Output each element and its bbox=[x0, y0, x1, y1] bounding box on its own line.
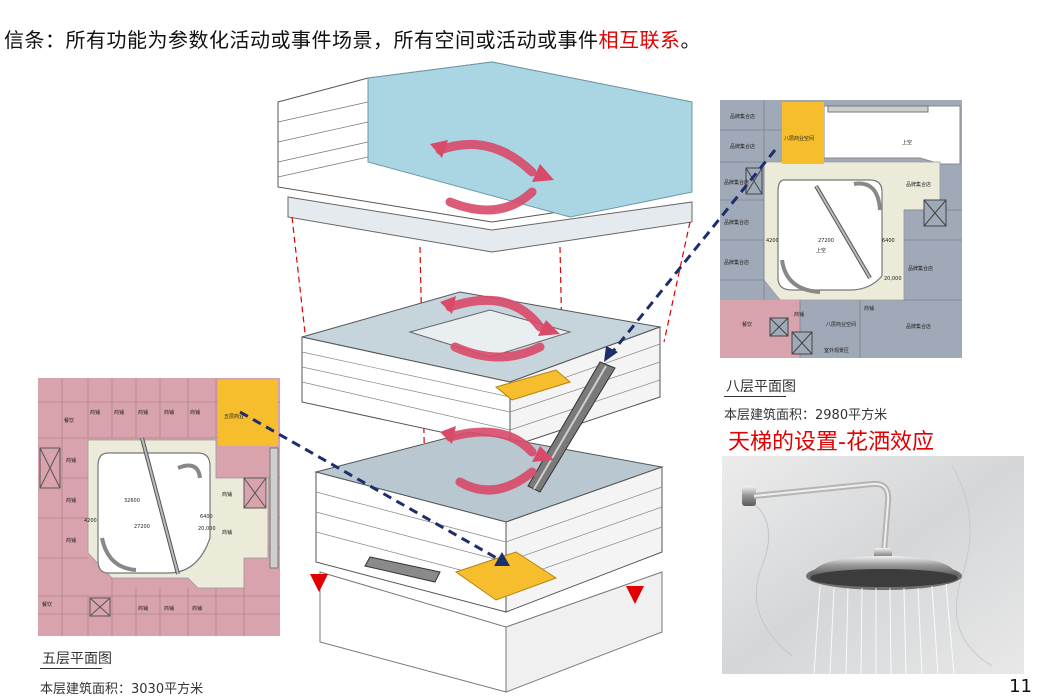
headline: 信条：所有功能为参数化活动或事件场景，所有空间或活动或事件相互联系。 bbox=[4, 24, 701, 53]
plan-right-dim-4: 20,000 bbox=[884, 276, 902, 282]
plan-left-shop-5: 商铺 bbox=[190, 409, 200, 416]
plan-right-shop-b: 商铺 bbox=[864, 305, 874, 312]
marker-triangle-left bbox=[310, 574, 328, 592]
shower-effect-title: 天梯的设置-花洒效应 bbox=[728, 430, 934, 455]
plan-left-shop-12: 商铺 bbox=[164, 605, 174, 612]
plan-left-dining-b: 餐饮 bbox=[42, 601, 52, 608]
plan-left-dim-1: 4200 bbox=[84, 518, 97, 524]
plan-right-area: 本层建筑面积：2980平方米 bbox=[724, 408, 888, 423]
plan-left-shop-13: 商铺 bbox=[192, 605, 202, 612]
plan-right-brand-6: 品牌集合店 bbox=[906, 181, 931, 188]
plan-right-dim-1: 4200 bbox=[766, 238, 779, 244]
plan-right-brand-1: 品牌集合店 bbox=[730, 113, 755, 120]
plan-right-outdoor: 室外观景区 bbox=[824, 347, 849, 354]
plan-right-dim-3: 6400 bbox=[882, 238, 895, 244]
lower-floor-block bbox=[314, 431, 664, 693]
headline-end: 。 bbox=[680, 28, 701, 52]
plan-right-brand-7: 品牌集合店 bbox=[908, 265, 933, 272]
plan-right-brand-3: 品牌集合店 bbox=[724, 179, 749, 186]
plan-left-shop-9: 商铺 bbox=[222, 491, 232, 498]
page-number: 11 bbox=[1009, 676, 1032, 697]
plan-left-dim-5: 20,000 bbox=[198, 526, 216, 532]
plan-right-shop-a: 商铺 bbox=[794, 311, 804, 318]
plan-left-shop-7: 商铺 bbox=[66, 497, 76, 504]
plan-left-shop-10: 商铺 bbox=[222, 529, 232, 536]
plan-left-shop-2: 商铺 bbox=[114, 409, 124, 416]
plan-left-fifth-floor: 餐饮 餐饮 商铺 商铺 商铺 商铺 商铺 商铺 商铺 商铺 商铺 商铺 商铺 商… bbox=[38, 378, 280, 636]
plan-left-dim-2: 27200 bbox=[134, 524, 150, 530]
plan-left-title-rule bbox=[40, 668, 102, 669]
marker-triangle-right bbox=[626, 586, 644, 604]
plan-left-dim-3: 6400 bbox=[200, 514, 213, 520]
plan-left-dining-a: 餐饮 bbox=[64, 417, 74, 424]
plan-left-shop-1: 商铺 bbox=[90, 409, 100, 416]
plan-right-dining: 餐饮 bbox=[742, 321, 752, 328]
headline-accent: 相互联系 bbox=[598, 28, 681, 52]
plan-right-title-rule bbox=[724, 396, 786, 397]
headline-main: 信条：所有功能为参数化活动或事件场景，所有空间或活动或事件 bbox=[4, 28, 599, 52]
plan-left-dim-4: 32600 bbox=[124, 498, 140, 504]
building-axonometric-diagram bbox=[277, 61, 693, 693]
plan-right-brand-4: 品牌集合店 bbox=[724, 219, 749, 226]
plan-right-highlight-label: 八层商业空间 bbox=[784, 135, 814, 142]
plan-left-shop-4: 商铺 bbox=[164, 409, 174, 416]
plan-left-shop-6: 商铺 bbox=[66, 457, 76, 464]
plan-right-eight-commercial: 八层商业空间 bbox=[826, 321, 856, 328]
plan-right-dim-2: 27200 bbox=[818, 238, 834, 244]
plan-left-area: 本层建筑面积：3030平方米 bbox=[40, 682, 204, 697]
plan-left-shop-11: 商铺 bbox=[138, 605, 148, 612]
plan-right-void: 上空 bbox=[902, 139, 912, 146]
plan-right-brand-2: 品牌集合店 bbox=[730, 143, 755, 150]
shower-head-photo bbox=[722, 456, 1024, 674]
plan-right-brand-8: 品牌集合店 bbox=[906, 323, 931, 330]
plan-left-highlight-label: 五层商业 bbox=[224, 413, 244, 420]
plan-right-void-2: 上空 bbox=[816, 247, 826, 254]
plan-left-shop-8: 商铺 bbox=[66, 537, 76, 544]
plan-right-eighth-floor: 品牌集合店 品牌集合店 品牌集合店 品牌集合店 品牌集合店 品牌集合店 品牌集合… bbox=[720, 100, 962, 358]
plan-left-shop-3: 商铺 bbox=[138, 409, 148, 416]
plan-left-title: 五层平面图 bbox=[42, 651, 112, 667]
plan-right-brand-5: 品牌集合店 bbox=[724, 259, 749, 266]
plan-right-title: 八层平面图 bbox=[726, 379, 796, 395]
